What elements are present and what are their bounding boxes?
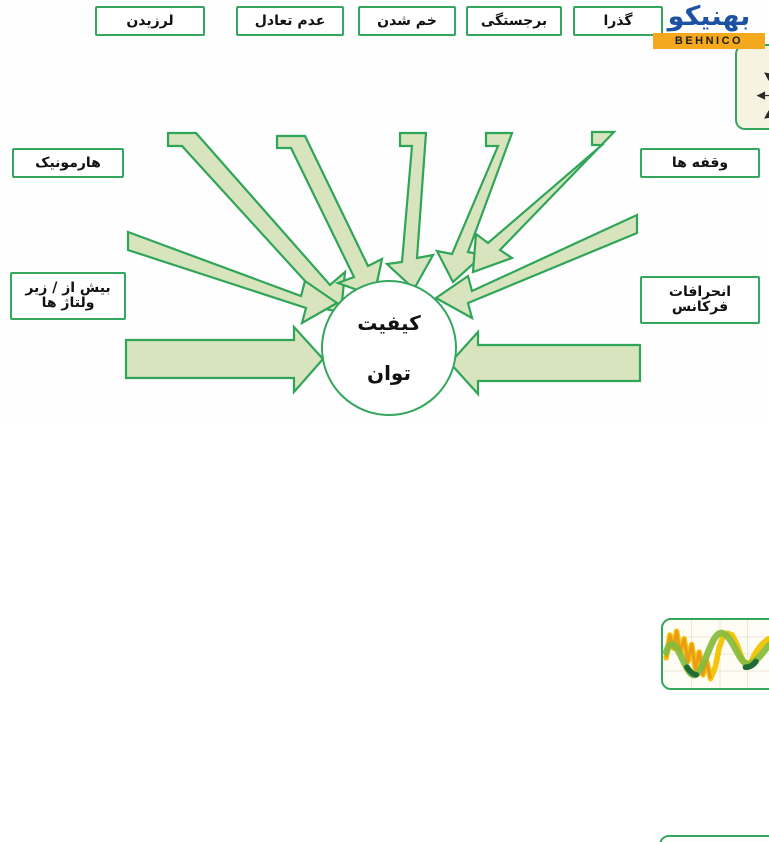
center-node-power-quality: کیفیت توان [321, 280, 457, 416]
label-unbalance-text: عدم تعادل [254, 12, 326, 29]
label-frequency-line2: فرکانس [671, 299, 729, 315]
label-sag-text: خم شدن [377, 12, 437, 29]
label-sag: خم شدن [358, 6, 456, 36]
arrow-overunder-to-center [124, 324, 325, 395]
arrow-sag-to-center [384, 131, 436, 291]
label-transient: گذرا [573, 6, 663, 36]
label-overunder-line1: بیش از / زیر [25, 280, 111, 297]
label-frequency-deviations: انحرافات فرکانس [640, 276, 760, 324]
arrow-unbalance-to-center [275, 134, 384, 298]
label-flicker: لرزیدن [95, 6, 205, 36]
logo-latin-text: BEHNICO [674, 35, 744, 47]
center-label-line1: کیفیت [357, 310, 421, 335]
arrow-harmonics-to-center [126, 230, 340, 326]
light-bulb-flicker-icon [737, 46, 769, 128]
label-harmonics-text: هارمونیک [35, 154, 101, 171]
label-unbalance: عدم تعادل [236, 6, 344, 36]
label-transient-text: گذرا [603, 12, 633, 29]
center-label: کیفیت توان [357, 311, 421, 386]
label-overunder-voltage: بیش از / زیر ولتاژ ها [10, 272, 126, 320]
center-label-line2: توان [367, 360, 411, 385]
thumbnail-overunder-voltage [659, 835, 769, 842]
arrow-layer [124, 130, 642, 397]
label-overunder-line2: ولتاژ ها [41, 295, 95, 311]
arrow-transient-to-center [471, 130, 617, 274]
label-swell-text: برجستگی [480, 12, 548, 29]
arrow-swell-to-center [434, 131, 514, 284]
logo-script-text: بهنیکو [667, 1, 752, 32]
label-flicker-text: لرزیدن [126, 12, 174, 29]
behnico-logo: بهنیکو BEHNICO [653, 2, 765, 54]
diagram-canvas: لرزیدن [10, 1, 769, 842]
label-swell: برجستگی [466, 6, 562, 36]
label-harmonics: هارمونیک [12, 148, 124, 178]
harmonic-distortion-icon [663, 620, 769, 688]
label-interruptions-text: وقفه ها [671, 154, 729, 171]
thumbnail-flicker [735, 44, 769, 130]
logo-bar: BEHNICO [653, 33, 765, 49]
arrow-frequency-to-center [448, 329, 642, 397]
thumbnail-harmonics [661, 618, 769, 690]
label-frequency-line1: انحرافات [668, 284, 732, 301]
over-under-voltage-icon [662, 837, 769, 842]
label-interruptions: وقفه ها [640, 148, 760, 178]
arrow-interruption-to-center [433, 213, 639, 321]
